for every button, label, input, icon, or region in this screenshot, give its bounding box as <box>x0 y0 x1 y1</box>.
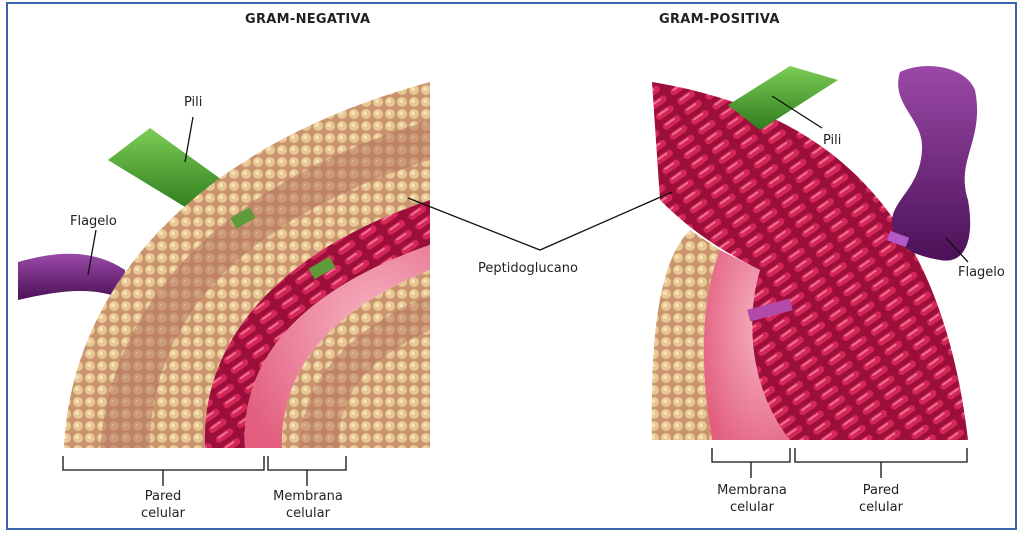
label-pili-right: Pili <box>823 132 841 149</box>
label-pared-left-line1: Pared <box>130 488 196 505</box>
label-membrana-right: Membrana celular <box>712 482 792 516</box>
label-pared-left: Pared celular <box>130 488 196 522</box>
gram-positive-structure <box>652 66 977 440</box>
label-flagelo-right: Flagelo <box>958 264 1005 281</box>
label-membrana-left: Membrana celular <box>268 488 348 522</box>
label-membrana-right-line1: Membrana <box>712 482 792 499</box>
gram-negative-structure <box>18 82 430 448</box>
label-pili-left: Pili <box>184 94 202 111</box>
flagellum-right <box>892 66 977 261</box>
label-pared-left-line2: celular <box>130 505 196 522</box>
header-gram-positive: GRAM-POSITIVA <box>659 12 780 27</box>
label-membrana-left-line2: celular <box>268 505 348 522</box>
label-pared-right: Pared celular <box>848 482 914 516</box>
label-pared-right-line1: Pared <box>848 482 914 499</box>
flagellum-left <box>18 254 125 300</box>
brackets <box>63 448 967 486</box>
label-membrana-left-line1: Membrana <box>268 488 348 505</box>
header-gram-negative: GRAM-NEGATIVA <box>245 12 370 27</box>
label-pared-right-line2: celular <box>848 499 914 516</box>
label-membrana-right-line2: celular <box>712 499 792 516</box>
label-peptidoglucano: Peptidoglucano <box>478 260 578 277</box>
label-flagelo-left: Flagelo <box>70 213 117 230</box>
